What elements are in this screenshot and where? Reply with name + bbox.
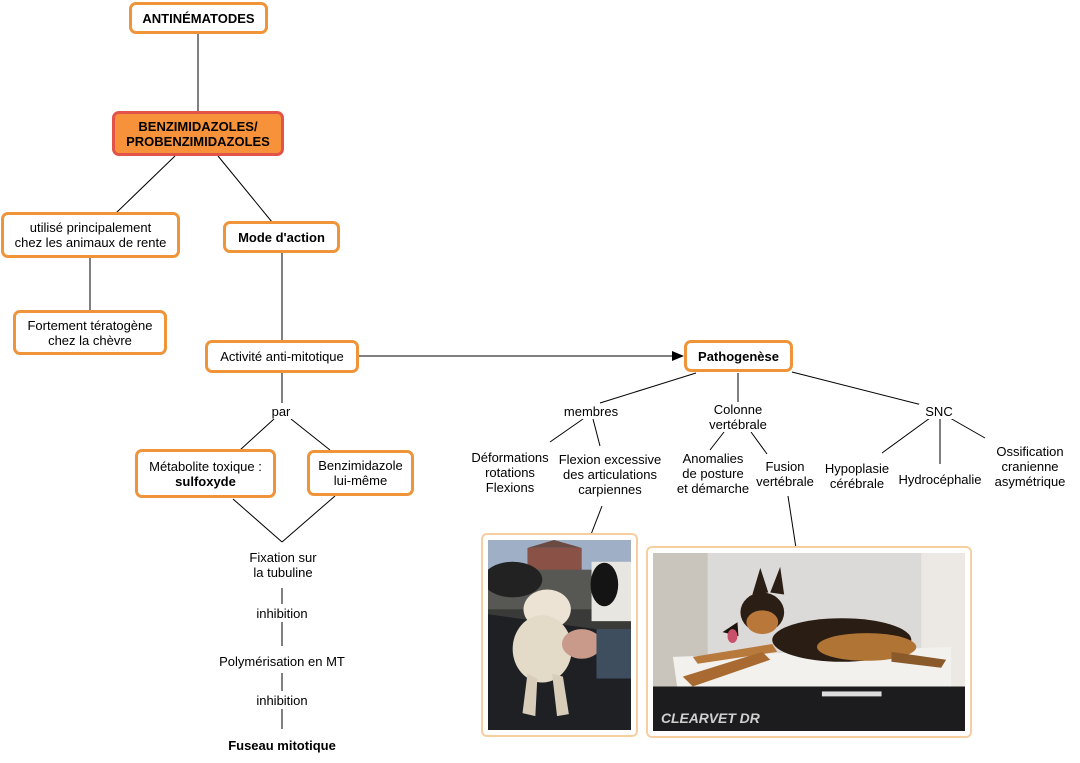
node-benzimidazole-self-line1: Benzimidazole [318,458,403,473]
label-colonne-line2: vertébrale [709,417,767,432]
label-hypoplasie-line1: Hypoplasie [824,461,890,476]
node-benzimidazole-self-line2: lui-même [333,473,388,488]
node-antinematodes-text: ANTINÉMATODES [142,10,255,26]
label-ossification-line2: cranienne [1001,459,1059,474]
node-pathogenese-text: Pathogenèse [698,348,779,364]
label-flexion-line2: des articulations [563,467,657,482]
node-used-mainly: utilisé principalement chez les animaux … [1,212,180,258]
label-deformations: Déformations rotations Flexions [462,450,558,495]
label-fixation: Fixation sur la tubuline [228,550,338,580]
label-colonne-line1: Colonne [713,402,763,417]
label-flexion-line1: Flexion excessive [558,452,662,467]
table-brand-text: CLEARVET DR [661,710,760,726]
label-flexion-line3: carpiennes [578,482,642,497]
label-fusion-line1: Fusion [765,459,805,474]
node-pathogenese: Pathogenèse [684,340,793,372]
label-hypoplasie: Hypoplasie cérébrale [818,461,896,491]
label-fixation-line2: la tubuline [253,565,313,580]
node-benzimidazole-self: Benzimidazole lui-même [307,450,414,496]
node-metabolite-line1: Métabolite toxique : [149,458,262,474]
label-fixation-line1: Fixation sur [249,550,317,565]
label-fusion-line2: vertébrale [756,474,814,489]
label-deformations-line1: Déformations [471,450,549,465]
label-par: par [264,404,298,419]
label-ossification-line1: Ossification [996,444,1064,459]
lamb-photo [481,533,638,737]
node-antimitotic: Activité anti-mitotique [205,340,359,373]
node-antinematodes: ANTINÉMATODES [129,2,268,34]
label-polymerisation: Polymérisation en MT [207,654,357,669]
node-metabolite: Métabolite toxique : sulfoxyde [135,449,276,498]
label-inhibition-2: inhibition [240,693,324,708]
label-snc: SNC [919,404,959,419]
label-anomalies-line2: de posture [682,466,744,481]
node-mode-action-text: Mode d'action [238,229,325,245]
dog-photo: CLEARVET DR [646,546,972,738]
node-antimitotic-text: Activité anti-mitotique [220,349,344,364]
node-metabolite-line2: sulfoxyde [175,473,236,489]
label-fusion: Fusion vertébrale [745,459,825,489]
label-hypoplasie-line2: cérébrale [829,476,885,491]
node-used-mainly-line2: chez les animaux de rente [14,235,167,250]
lamb-image [488,540,631,730]
node-teratogenic-line2: chez la chèvre [48,332,132,348]
label-flexion: Flexion excessive des articulations carp… [552,452,668,497]
node-mode-action: Mode d'action [223,221,340,253]
node-benzimidazoles-line1: BENZIMIDAZOLES/ [138,118,258,134]
label-inhibition-1: inhibition [240,606,324,621]
node-teratogenic-line1: Fortement tératogène [27,317,153,333]
label-deformations-line3: Flexions [485,480,535,495]
node-benzimidazoles-line2: PROBENZIMIDAZOLES [126,133,270,149]
label-anomalies-line1: Anomalies [682,451,744,466]
label-anomalies: Anomalies de posture et démarche [668,451,758,496]
label-membres: membres [556,404,626,419]
node-used-mainly-line1: utilisé principalement [29,220,152,235]
label-anomalies-line3: et démarche [676,481,750,496]
label-ossification: Ossification cranienne asymétrique [988,444,1072,489]
node-benzimidazoles: BENZIMIDAZOLES/ PROBENZIMIDAZOLES [112,111,284,156]
label-ossification-line3: asymétrique [994,474,1066,489]
dog-image: CLEARVET DR [653,553,965,731]
label-hydrocephalie: Hydrocéphalie [898,472,982,487]
node-teratogenic: Fortement tératogène chez la chèvre [13,310,167,355]
label-fuseau-mitotique: Fuseau mitotique [207,738,357,753]
label-deformations-line2: rotations [485,465,535,480]
label-colonne: Colonne vertébrale [693,402,783,432]
